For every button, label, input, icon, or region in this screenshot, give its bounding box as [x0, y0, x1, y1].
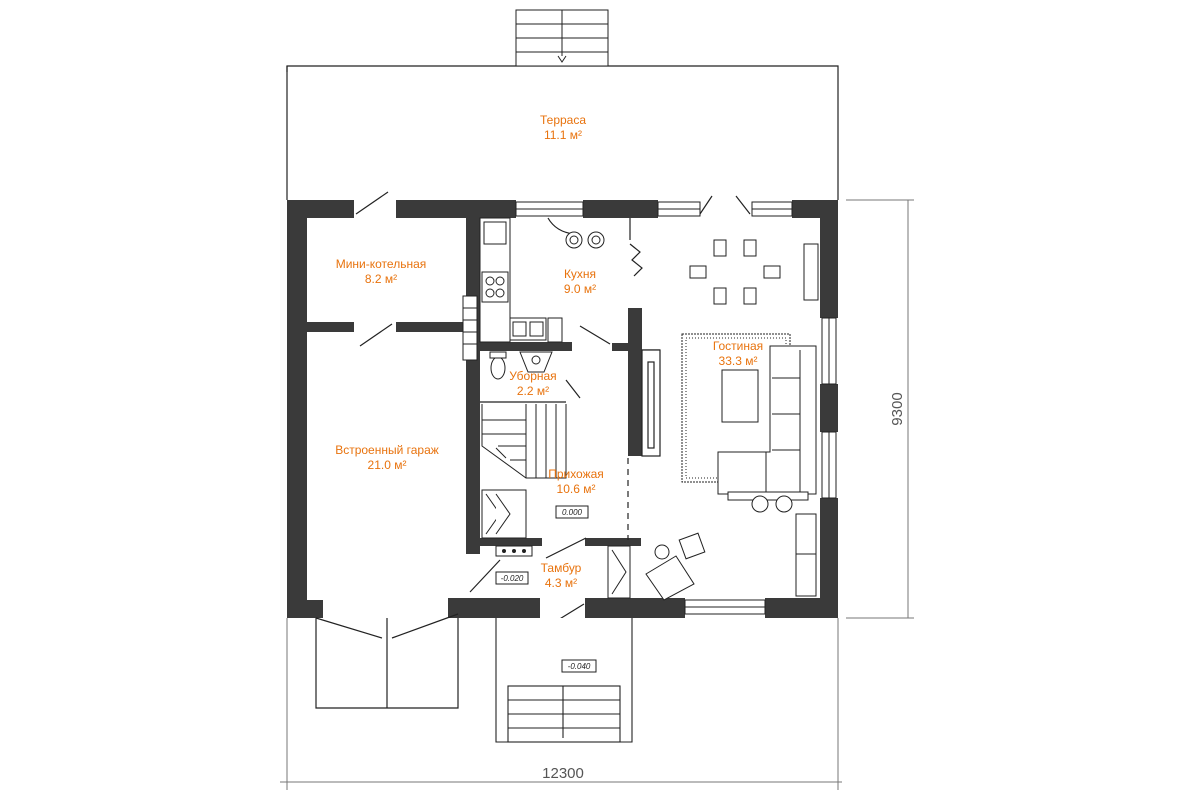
room-name-hall: Прихожая — [548, 467, 604, 481]
kitchen-fixtures — [479, 217, 605, 343]
svg-text:-0.020: -0.020 — [501, 574, 524, 583]
radiators — [462, 295, 478, 361]
armchair — [645, 532, 706, 601]
room-area-garage: 21.0 м² — [368, 458, 407, 472]
walls-exterior — [287, 200, 838, 618]
room-area-wc: 2.2 м² — [517, 384, 549, 398]
garage-gate — [315, 613, 459, 709]
room-area-terrace: 11.1 м² — [544, 128, 582, 142]
staircase — [481, 404, 567, 479]
room-name-vestibule: Тамбур — [541, 561, 582, 575]
svg-text:0.000: 0.000 — [562, 508, 583, 517]
entrance-steps — [495, 618, 633, 743]
room-area-kitchen: 9.0 м² — [564, 282, 596, 296]
wc-fixtures — [489, 351, 553, 380]
svg-text:-0.040: -0.040 — [568, 662, 591, 671]
room-area-vestibule: 4.3 м² — [545, 576, 577, 590]
room-name-kitchen: Кухня — [564, 267, 596, 281]
level-marker-1: -0.020 — [495, 571, 529, 585]
windows — [515, 201, 837, 615]
room-name-terrace: Терраса — [540, 113, 586, 127]
room-area-living: 33.3 м² — [719, 354, 758, 368]
partitions — [480, 218, 661, 540]
room-name-garage: Встроенный гараж — [335, 443, 439, 457]
dim-height: 9300 — [889, 392, 906, 425]
level-marker-2: -0.040 — [561, 659, 597, 673]
dining-chairs — [689, 239, 781, 305]
room-area-boiler: 8.2 м² — [365, 272, 397, 286]
room-area-hall: 10.6 м² — [557, 482, 596, 496]
room-name-wc: Уборная — [509, 369, 556, 383]
room-name-boiler: Мини-котельная — [336, 257, 427, 271]
room-name-living: Гостиная — [713, 339, 763, 353]
dimension-lines — [280, 199, 914, 790]
wardrobes — [481, 489, 631, 599]
dim-width: 12300 — [542, 765, 584, 782]
living-furniture — [681, 243, 819, 597]
terrace-steps — [515, 9, 609, 67]
level-marker-0: 0.000 — [555, 505, 589, 519]
